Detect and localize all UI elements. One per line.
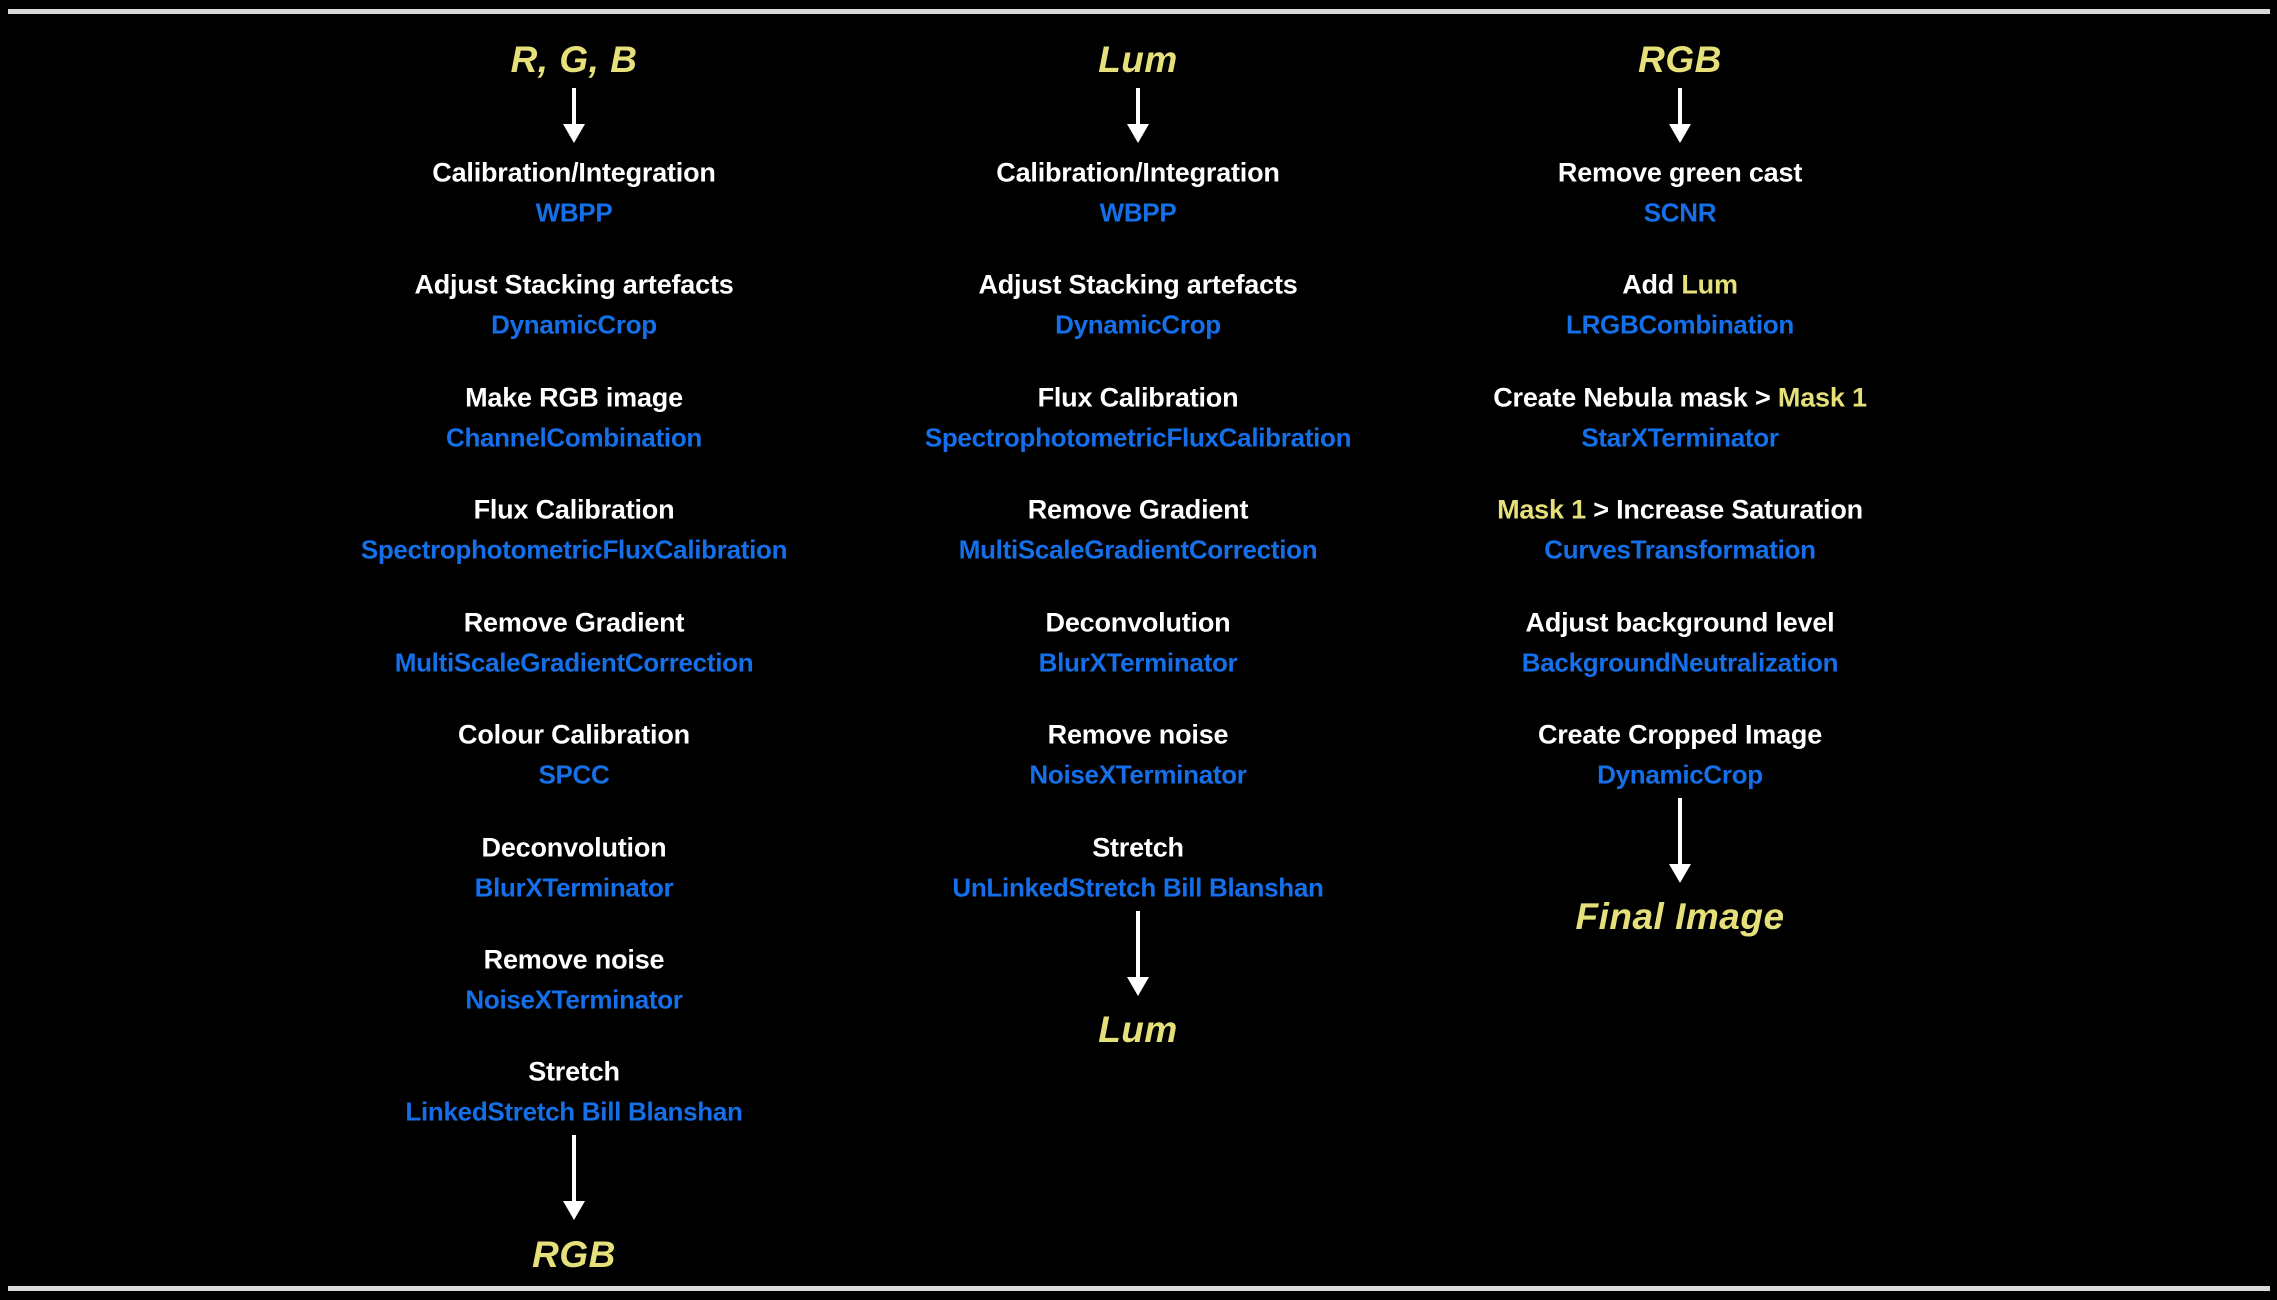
step-title-part: Add <box>1622 269 1682 300</box>
step-title: Stretch <box>1092 832 1184 863</box>
step-title: Create Cropped Image <box>1330 720 2030 751</box>
step-tool-name: MultiScaleGradientCorrection <box>958 534 1318 565</box>
step-title: Mask 1 > Increase Saturation <box>1330 495 2030 526</box>
output-label: RGB <box>532 1234 616 1275</box>
step-title: Stretch <box>528 1056 620 1087</box>
step-tool-name: NoiseXTerminator <box>465 984 683 1015</box>
step-tool-name: SPCC <box>538 759 610 790</box>
step-title: Calibration/Integration <box>996 157 1280 188</box>
step-tool-name: UnLinkedStretch Bill Blanshan <box>952 872 1324 903</box>
step-tool-name: BackgroundNeutralization <box>1521 647 1839 678</box>
frame-line-bottom <box>8 1286 2270 1291</box>
step-tool-name: CurvesTransformation <box>1544 534 1816 565</box>
step-title: Remove noise <box>483 944 665 975</box>
step-title-part: > Increase Saturation <box>1585 494 1863 525</box>
step-tool-name: ChannelCombination <box>445 422 703 453</box>
step-title-part: Create Nebula mask > <box>1493 382 1778 413</box>
output-label: Lum <box>1098 1009 1178 1050</box>
step-tool-name: WBPP <box>1099 197 1177 228</box>
step-tool-name: WBPP <box>535 197 613 228</box>
step-title: Add Lum <box>1330 270 2030 301</box>
step-tool-name: BlurXTerminator <box>1038 647 1238 678</box>
step-title: Create Nebula mask > Mask 1 <box>1330 383 2030 414</box>
step-title: Deconvolution <box>481 832 667 863</box>
step-tool-name: LRGBCombination <box>1565 309 1795 340</box>
step-tool-name: SpectrophotometricFluxCalibration <box>360 534 788 565</box>
column-header-label: Lum <box>1098 39 1178 80</box>
step-tool-name: LinkedStretch Bill Blanshan <box>405 1096 743 1127</box>
step-title: Remove green cast <box>1330 158 2030 189</box>
step-title-part: Adjust background level <box>1525 607 1835 638</box>
step-title-part: Create Cropped Image <box>1537 719 1823 750</box>
step-title: Adjust Stacking artefacts <box>978 269 1298 300</box>
step-title: Colour Calibration <box>458 719 690 750</box>
step-title: Remove noise <box>1047 719 1229 750</box>
step-tool-name: NoiseXTerminator <box>1029 759 1247 790</box>
step-tool-name: SCNR <box>1643 197 1717 228</box>
step-tool-name: BlurXTerminator <box>474 872 674 903</box>
step-title-part-highlight: Lum <box>1681 269 1738 300</box>
step-tool-name: DynamicCrop <box>1055 309 1221 340</box>
step-tool-name: StarXTerminator <box>1581 422 1779 453</box>
arrow-down-icon <box>563 1135 585 1220</box>
arrow-down-icon <box>1669 798 1691 883</box>
step-title-part-highlight: Mask 1 <box>1777 382 1867 413</box>
step-title: Make RGB image <box>465 382 683 413</box>
step-title: Adjust Stacking artefacts <box>414 269 734 300</box>
arrow-down-icon <box>1127 911 1149 996</box>
step-tool-name: DynamicCrop <box>1597 759 1763 790</box>
step-title-part-highlight: Mask 1 <box>1497 494 1586 525</box>
frame-line-top <box>8 9 2270 14</box>
arrow-down-icon <box>563 88 585 143</box>
arrow-down-icon <box>1127 88 1149 143</box>
output-label: Final Image <box>1575 896 1785 937</box>
step-title: Deconvolution <box>1045 607 1231 638</box>
column-header-label: R, G, B <box>510 39 638 80</box>
step-title: Remove Gradient <box>463 607 685 638</box>
step-title: Flux Calibration <box>473 494 675 525</box>
step-title: Flux Calibration <box>1037 382 1239 413</box>
column-header-label: RGB <box>1638 39 1722 80</box>
step-tool-name: MultiScaleGradientCorrection <box>394 647 754 678</box>
step-tool-name: DynamicCrop <box>491 309 657 340</box>
step-title: Adjust background level <box>1330 608 2030 639</box>
step-title: Remove Gradient <box>1027 494 1249 525</box>
arrow-down-icon <box>1669 88 1691 143</box>
step-title-part: Remove green cast <box>1557 157 1803 188</box>
step-tool-name: SpectrophotometricFluxCalibration <box>924 422 1352 453</box>
step-title: Calibration/Integration <box>432 157 716 188</box>
